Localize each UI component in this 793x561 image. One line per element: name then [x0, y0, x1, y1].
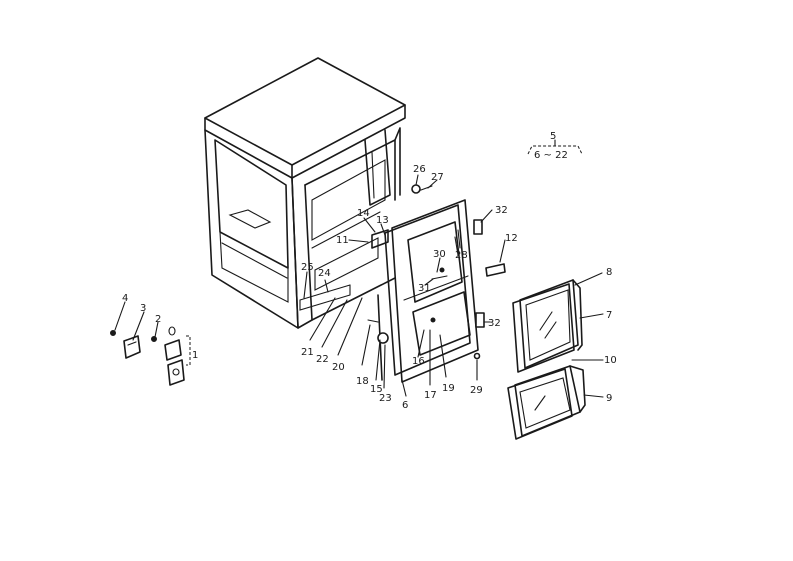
callout-21: 21 [301, 347, 314, 358]
callout-29: 29 [470, 385, 483, 396]
callout-17: 17 [424, 390, 437, 401]
latch-assembly [110, 326, 191, 386]
callout-11: 11 [336, 235, 349, 246]
callout-18: 18 [356, 376, 369, 387]
hardware [299, 184, 506, 360]
callout-28: 28 [455, 250, 468, 261]
callout-24: 24 [318, 268, 331, 279]
callout-26: 26 [413, 164, 426, 175]
callout-2: 2 [155, 314, 161, 325]
callout-labels: 1 2 3 4 5 6 ~ 22 6 7 8 9 10 11 12 13 14 … [122, 131, 617, 411]
callout-10: 10 [604, 355, 617, 366]
callout-13: 13 [376, 215, 389, 226]
callout-3: 3 [140, 303, 146, 314]
callout-25: 25 [301, 262, 314, 273]
callout-23: 23 [379, 393, 392, 404]
callout-31: 31 [418, 283, 431, 294]
callout-6: 6 [402, 400, 408, 411]
callout-8: 8 [606, 267, 612, 278]
callout-22: 22 [316, 354, 329, 365]
callout-12: 12 [505, 233, 518, 244]
callout-7: 7 [606, 310, 612, 321]
callout-14: 14 [357, 208, 370, 219]
callout-4: 4 [122, 293, 128, 304]
callout-1: 1 [192, 350, 198, 361]
callout-27: 27 [431, 172, 444, 183]
callout-5: 5 [550, 131, 556, 142]
door-frame [371, 199, 485, 383]
group-bracket-5 [527, 139, 583, 155]
window-lower [507, 365, 586, 440]
leader-lines [114, 174, 604, 398]
callout-16: 16 [412, 356, 425, 367]
callout-9: 9 [606, 393, 612, 404]
callout-5-range: 6 ~ 22 [534, 150, 568, 161]
callout-32-upper: 32 [495, 205, 508, 216]
callout-19: 19 [442, 383, 455, 394]
callout-15: 15 [370, 384, 383, 395]
callout-32-lower: 32 [488, 318, 501, 329]
callout-30: 30 [433, 249, 446, 260]
window-upper [512, 279, 583, 373]
callout-20: 20 [332, 362, 345, 373]
